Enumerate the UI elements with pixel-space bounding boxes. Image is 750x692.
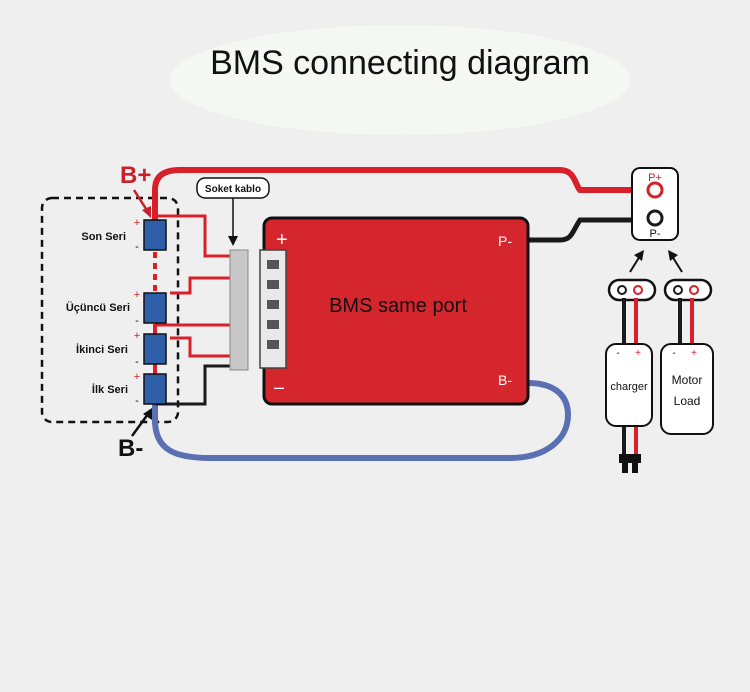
balance-wire-4 bbox=[170, 336, 232, 358]
bms-plus-label: + bbox=[276, 229, 288, 251]
motor-plug-neg-pin bbox=[673, 285, 683, 295]
socket-pin bbox=[267, 340, 279, 349]
cell-plus-mark: + bbox=[134, 289, 140, 301]
cell-plus-mark: + bbox=[134, 371, 140, 383]
dc-jack-body bbox=[619, 454, 641, 463]
charger-plug bbox=[607, 278, 657, 302]
p-minus-label: P- bbox=[650, 228, 661, 240]
cell-label: İlk Seri bbox=[92, 383, 128, 396]
motor-load-body bbox=[660, 343, 714, 435]
dc-jack-pin bbox=[622, 463, 628, 473]
socket-pin bbox=[267, 280, 279, 289]
cell-ucuncu-seri bbox=[143, 292, 167, 324]
motor-plug-arrow-line bbox=[671, 255, 683, 273]
charger-plug-arrow-line bbox=[629, 255, 641, 273]
title-backdrop bbox=[170, 25, 630, 135]
bms-b-minus-label: B- bbox=[498, 372, 512, 388]
p-plus-label: P+ bbox=[648, 172, 662, 184]
charger-body bbox=[605, 343, 653, 427]
b-plus-arrow-line bbox=[132, 189, 150, 213]
p-plus-terminal bbox=[646, 181, 664, 199]
motor-load-label-1: Motor bbox=[672, 373, 703, 387]
cell-label: Son Seri bbox=[81, 231, 126, 243]
connector-callout-label: Soket kablo bbox=[205, 184, 261, 195]
b-plus-arrowhead bbox=[142, 206, 151, 218]
charger-minus-mark: - bbox=[616, 348, 619, 359]
cell-plus-mark: + bbox=[134, 217, 140, 229]
dc-jack-pin bbox=[632, 463, 638, 473]
cell-minus-mark: - bbox=[135, 241, 139, 253]
motor-plug-arrowhead bbox=[668, 250, 678, 261]
charger-plug-arrowhead bbox=[634, 250, 644, 261]
charger-label: charger bbox=[610, 381, 648, 393]
cell-label: İkinci Seri bbox=[76, 343, 128, 356]
b-minus-arrow-line bbox=[130, 413, 150, 437]
battery-pack-outline bbox=[40, 196, 180, 424]
cell-ikinci-seri bbox=[143, 333, 167, 365]
output-port bbox=[631, 167, 679, 241]
charger-plus-mark: + bbox=[635, 348, 641, 359]
cell-son-seri bbox=[143, 219, 167, 251]
motor-minus-mark: - bbox=[672, 348, 675, 359]
p-minus-wire bbox=[528, 217, 640, 243]
motor-load-label-2: Load bbox=[674, 394, 701, 408]
balance-wire-neg bbox=[155, 364, 232, 406]
cell-label: Üçüncü Seri bbox=[66, 301, 130, 314]
bms-p-minus-label: P- bbox=[498, 233, 512, 249]
b-minus-arrowhead bbox=[143, 408, 152, 420]
cell-plus-mark: + bbox=[134, 330, 140, 342]
connector-callout-arrowhead bbox=[228, 236, 238, 246]
p-minus-terminal bbox=[646, 209, 664, 227]
b-plus-label: B+ bbox=[120, 162, 151, 189]
b-minus-wire bbox=[152, 380, 572, 461]
b-plus-wire bbox=[152, 167, 640, 220]
dc-jack-icon bbox=[619, 454, 641, 473]
motor-plug-pos-pin bbox=[689, 285, 699, 295]
diagram-title: BMS connecting diagram bbox=[210, 44, 590, 82]
cell-minus-mark: - bbox=[135, 315, 139, 327]
bms-socket-pins bbox=[267, 260, 279, 349]
socket-pin bbox=[267, 300, 279, 309]
balance-wire-top bbox=[155, 214, 232, 258]
cell-minus-mark: - bbox=[135, 356, 139, 368]
balance-wire-2 bbox=[170, 276, 232, 295]
motor-plus-mark: + bbox=[691, 348, 697, 359]
device-wires bbox=[622, 298, 694, 456]
cell-minus-mark: - bbox=[135, 395, 139, 407]
bms-board-text: BMS same port bbox=[329, 295, 467, 317]
balance-connector-plug bbox=[229, 249, 249, 371]
bms-minus-label: – bbox=[274, 377, 284, 397]
motor-plug bbox=[663, 278, 713, 302]
battery-cells bbox=[143, 219, 167, 405]
socket-pin bbox=[267, 320, 279, 329]
cell-ilk-seri bbox=[143, 373, 167, 405]
charger-plug-pos-pin bbox=[633, 285, 643, 295]
socket-pin bbox=[267, 260, 279, 269]
b-minus-label: B- bbox=[118, 435, 143, 462]
charger-plug-neg-pin bbox=[617, 285, 627, 295]
balance-wires bbox=[155, 214, 232, 406]
